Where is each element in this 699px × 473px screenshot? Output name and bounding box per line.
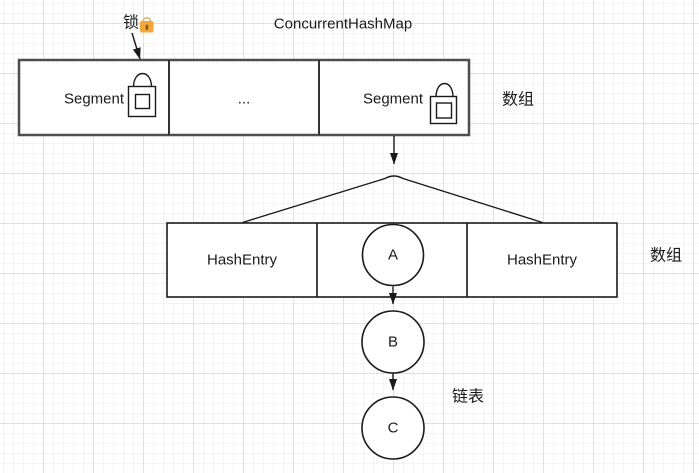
diagram-title[interactable]: ConcurrentHashMap [274,16,412,33]
node-b-label: B [388,334,398,351]
lock-annotation-arrow[interactable] [131,32,141,60]
node-a-circle[interactable] [361,223,425,287]
node-a-label: A [388,247,398,264]
ellipsis-cell-label: ... [238,91,251,108]
padlock-right-icon[interactable] [429,82,458,125]
hashentry-cell-label: HashEntry [507,252,578,269]
segment-cell-label: Segment [64,91,125,108]
hashentry-array-side-label[interactable]: 数组 [650,247,682,265]
fork-connector[interactable] [242,175,543,224]
lock-annotation-label[interactable]: 锁 [123,14,139,32]
node-b-circle[interactable] [361,310,425,374]
segment-array-box[interactable] [17,58,471,137]
linked-list-side-label[interactable]: 链表 [452,388,484,406]
segment-array-row: Segment ... Segment 数组 [17,58,534,137]
lock-emoji-icon [140,16,154,33]
lock-annotation: 锁 [123,14,154,60]
node-c-circle[interactable] [361,396,425,460]
segment-cell-label: Segment [363,91,424,108]
hashentry-cell-label: HashEntry [207,252,278,269]
segment-array-side-label[interactable]: 数组 [502,91,534,109]
node-c-label: C [388,420,399,437]
hashentry-array-row: HashEntry A HashEntry 数组 [166,222,682,298]
padlock-left-icon[interactable] [127,72,157,118]
